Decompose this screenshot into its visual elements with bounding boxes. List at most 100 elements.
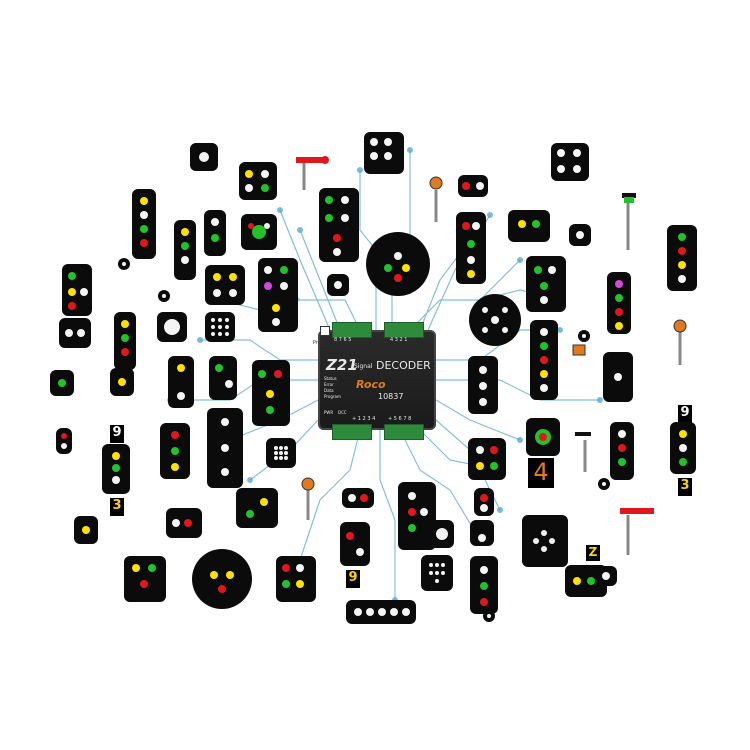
part-number: 10837 (378, 392, 404, 401)
signal-housing-icon (522, 515, 568, 567)
signal-housing-icon (62, 264, 92, 316)
signal-lamp-icon (482, 327, 488, 333)
signal-lamp-icon (68, 302, 76, 310)
signal-lamp-icon (490, 462, 498, 470)
signal-housing-icon (124, 556, 166, 602)
signal-housing-icon (205, 312, 235, 342)
signal-housing-icon (50, 370, 74, 396)
signal-lamp-icon (540, 282, 548, 290)
signal-lamp-icon (435, 571, 439, 575)
signal-lamp-icon (534, 266, 542, 274)
signal-lamp-icon (402, 264, 410, 272)
signal-lamp-icon (435, 579, 439, 583)
signal-lamp-icon (476, 182, 484, 190)
signal-housing-icon (241, 214, 277, 250)
signal-housing-icon (319, 188, 359, 262)
signal-lamp-icon (282, 564, 290, 572)
signal-lamp-icon (211, 332, 215, 336)
signal-lamp-icon (408, 524, 416, 532)
signal-lamp-icon (467, 270, 475, 278)
signal-lamp-icon (479, 366, 487, 374)
terminal-top-right (384, 322, 424, 338)
signal-lamp-icon (296, 564, 304, 572)
signal-housing-icon (340, 522, 370, 566)
signal-lamp-icon (172, 519, 180, 527)
signal-lamp-icon (248, 223, 254, 229)
signal-lamp-icon (378, 608, 386, 616)
signal-lamp-icon (366, 608, 374, 616)
signal-lamp-icon (540, 342, 548, 350)
signal-housing-icon (158, 290, 170, 302)
signal-lamp-icon (540, 384, 548, 392)
signal-housing-icon (190, 143, 218, 171)
signal-lamp-icon (479, 398, 487, 406)
signal-housing-icon (204, 210, 226, 256)
signal-lamp-icon (435, 563, 439, 567)
signal-lamp-icon (533, 538, 539, 544)
signal-lamp-icon (549, 538, 555, 544)
signal-lamp-icon (112, 452, 120, 460)
signal-housing-icon (526, 418, 560, 456)
signal-lamp-icon (587, 577, 595, 585)
signal-lamp-icon (370, 138, 378, 146)
signal-housing-icon (174, 220, 196, 280)
signal-lamp-icon (68, 288, 76, 296)
signal-housing-icon (364, 132, 404, 174)
signal-lamp-icon (264, 282, 272, 290)
signal-housing-icon (118, 258, 130, 270)
signal-housing-icon (207, 408, 243, 488)
signal-lamp-icon (502, 307, 508, 313)
signal-housing-icon (458, 175, 488, 197)
signal-lamp-icon (341, 196, 349, 204)
number-board-4: 4 (528, 458, 554, 488)
signal-housing-icon (470, 520, 494, 546)
signal-lamp-icon (82, 526, 90, 534)
signal-housing-icon (239, 162, 277, 200)
signal-housing-icon (252, 360, 290, 426)
signal-lamp-icon (394, 252, 402, 260)
signal-lamp-icon (181, 228, 189, 236)
dcc-label: DCC (338, 410, 347, 415)
signal-housing-icon (456, 212, 486, 284)
signal-lamp-icon (280, 282, 288, 290)
signal-lamp-icon (348, 494, 356, 502)
signal-lamp-icon (77, 329, 85, 337)
signal-lamp-icon (272, 318, 280, 326)
signal-lamp-icon (394, 274, 402, 282)
signal-lamp-icon (441, 563, 445, 567)
signal-lamp-icon (121, 348, 129, 356)
signal-lamp-icon (467, 256, 475, 264)
signal-lamp-icon (490, 446, 498, 454)
signal-lamp-icon (122, 262, 126, 266)
number-board-z: Z (586, 545, 600, 561)
signal-lamp-icon (112, 464, 120, 472)
signal-housing-icon (421, 555, 453, 591)
pwr-label: PWR (324, 410, 334, 415)
signal-housing-icon (74, 516, 98, 544)
signal-lamp-icon (68, 272, 76, 280)
signal-housing-icon (346, 600, 416, 624)
signal-lamp-icon (602, 572, 610, 580)
signal-lamp-icon (573, 165, 581, 173)
signal-lamp-icon (480, 494, 488, 502)
signal-lamp-icon (225, 380, 233, 388)
signal-lamp-icon (491, 316, 499, 324)
signal-lamp-icon (226, 571, 234, 579)
signal-housing-icon (209, 356, 237, 400)
signal-lamp-icon (218, 332, 222, 336)
signal-lamp-icon (540, 296, 548, 304)
signal-lamp-icon (284, 451, 288, 455)
signal-lamp-icon (177, 364, 185, 372)
terminal-label-top: 8 7 6 5 (334, 337, 352, 343)
signal-lamp-icon (210, 571, 218, 579)
signal-housing-icon (366, 232, 430, 296)
signal-lamp-icon (333, 248, 341, 256)
number-board-9-right: 9 (678, 405, 692, 423)
brand-logo: Z21 (326, 356, 358, 374)
signal-lamp-icon (346, 532, 354, 540)
signal-housing-icon (607, 272, 631, 334)
signal-lamp-icon (576, 231, 584, 239)
signal-lamp-icon (112, 476, 120, 484)
signal-lamp-icon (264, 223, 270, 229)
